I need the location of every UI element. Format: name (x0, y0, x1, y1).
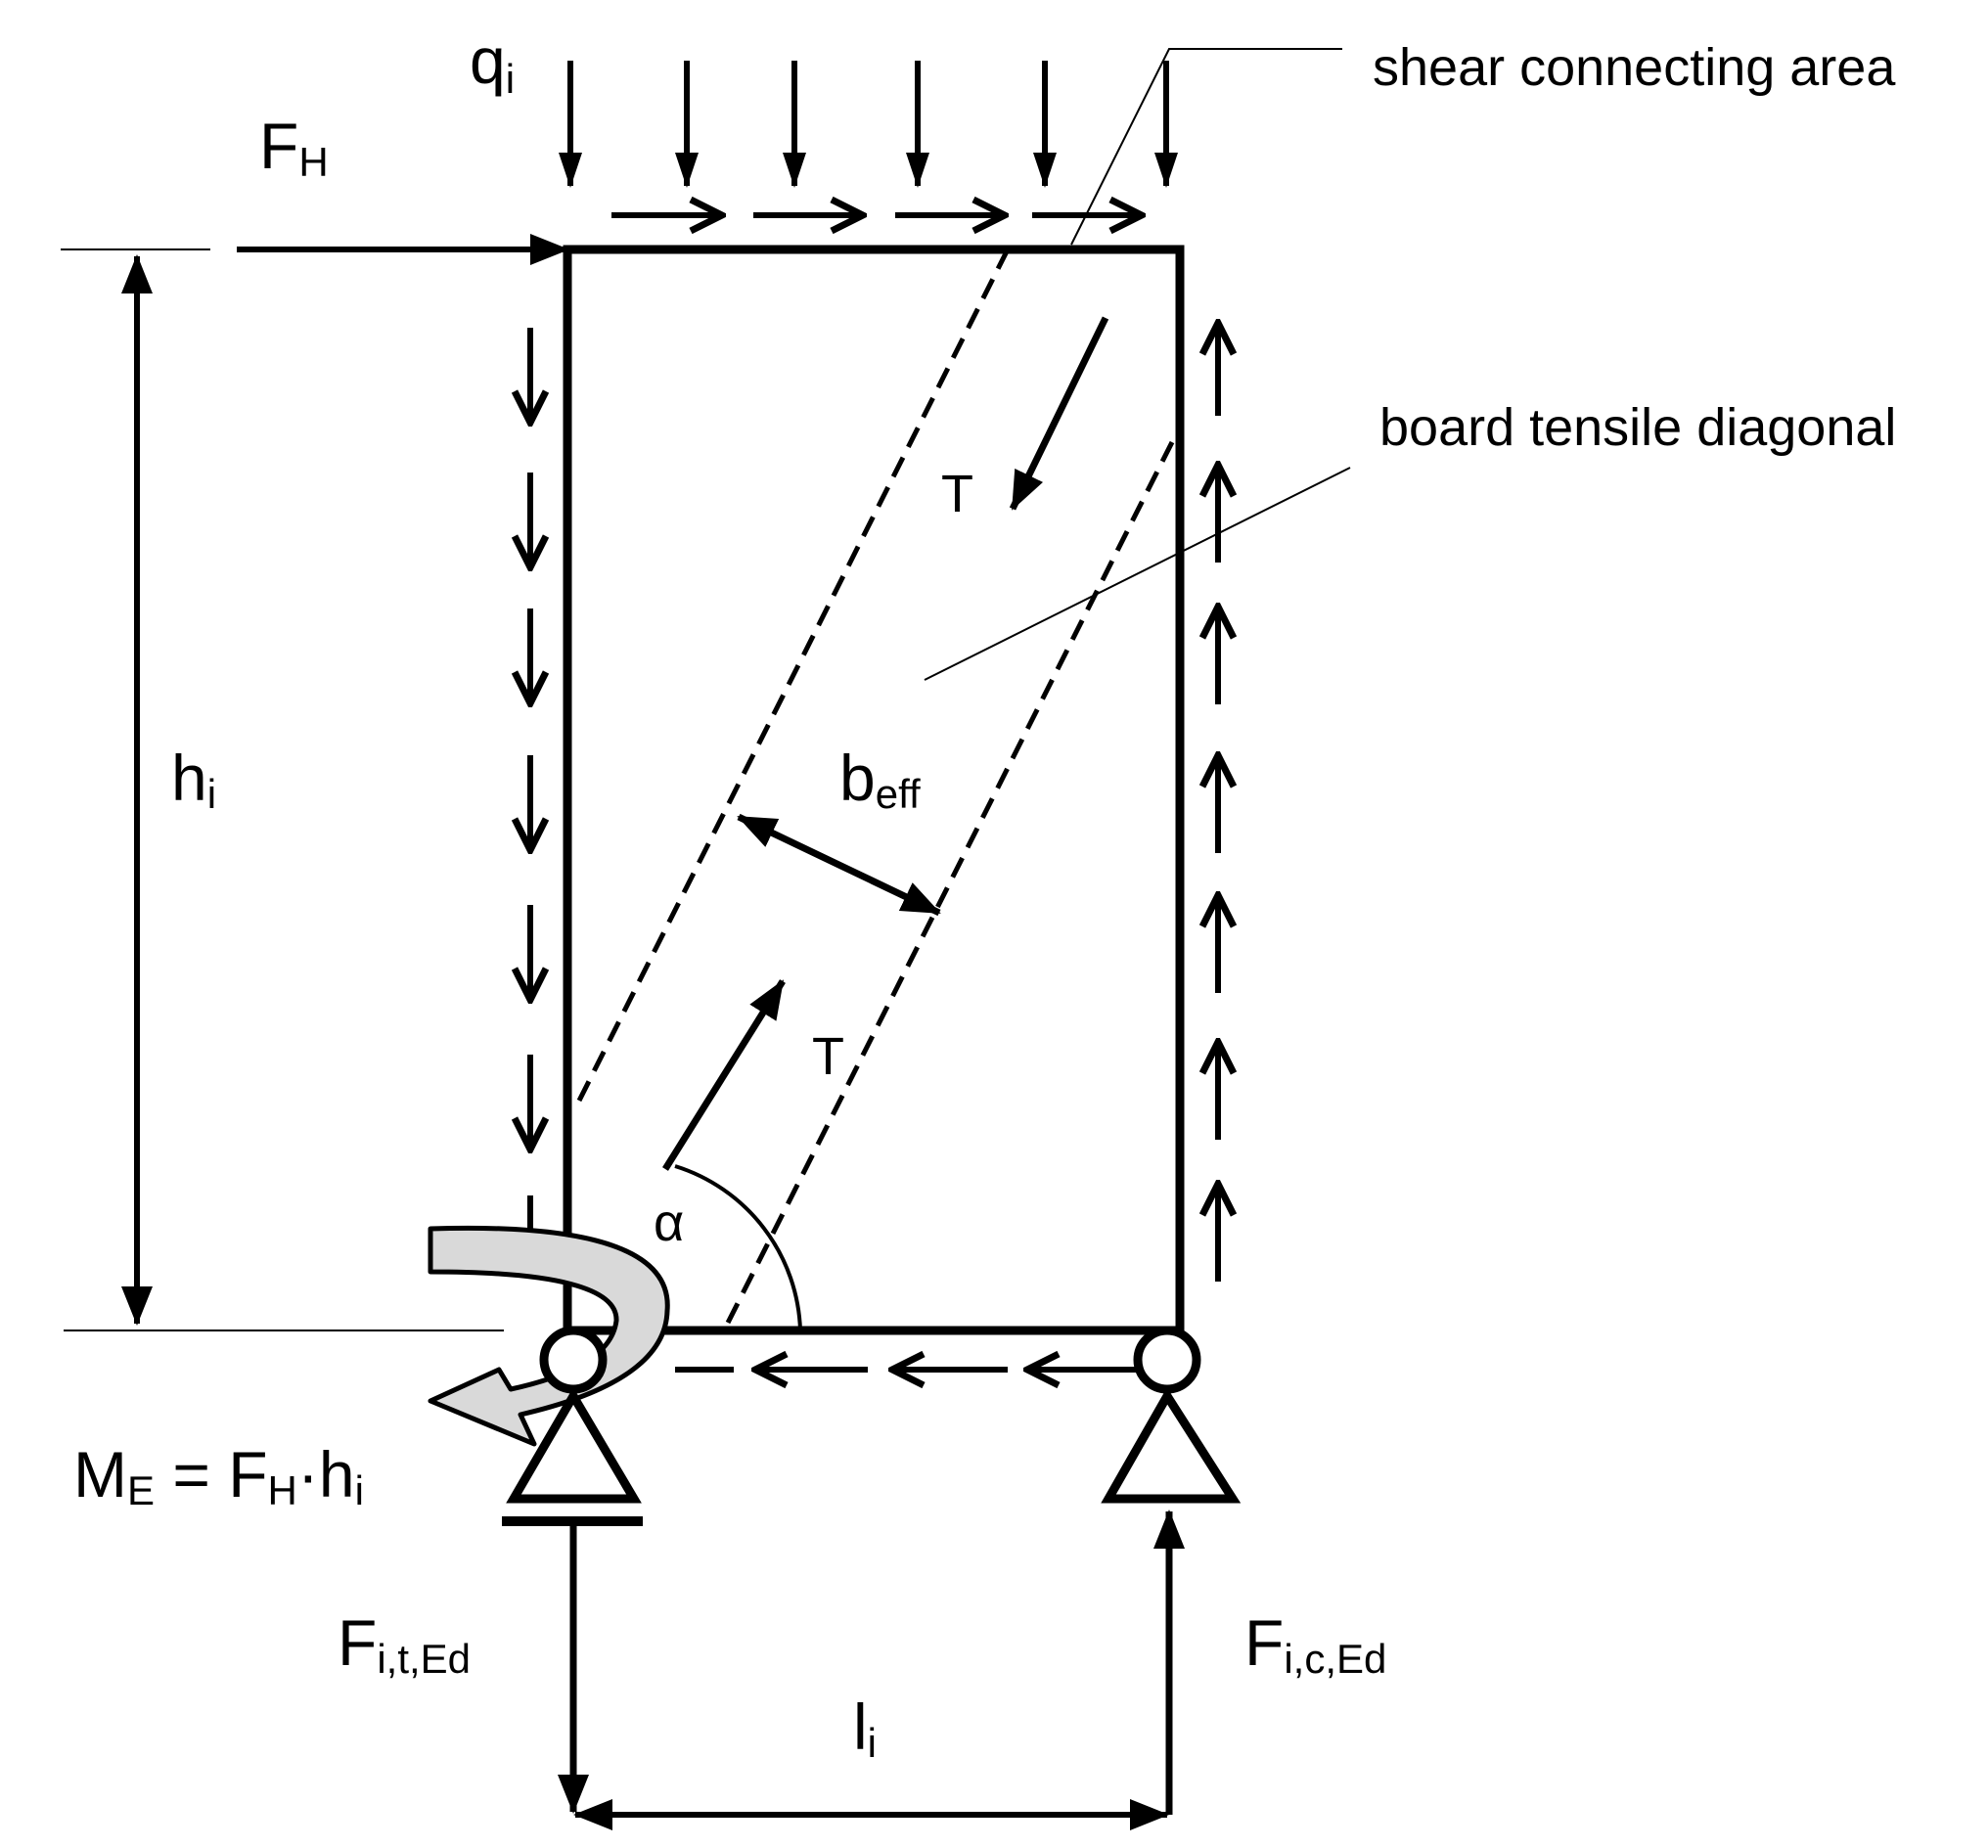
distributed-load-arrows (559, 61, 1178, 188)
distributed-load-label: qi (470, 24, 515, 102)
moment-equation-label: ME = FH·hi (73, 1438, 364, 1513)
board-tensile-diagonal-label: board tensile diagonal (1379, 398, 1896, 457)
diagonal-lower-dashed-line (721, 440, 1175, 1332)
tension-label-lower: T (812, 1027, 844, 1086)
horizontal-force-label: FH (259, 110, 329, 185)
effective-width-arrow (737, 813, 941, 917)
right-support (1101, 1326, 1242, 1504)
alpha-angle-arc (674, 1164, 802, 1331)
height-label: hi (171, 742, 216, 817)
compression-reaction-label: Fi,c,Ed (1244, 1606, 1386, 1682)
wall-panel-frame (563, 245, 1185, 1335)
alpha-label: α (654, 1194, 684, 1252)
left-support (502, 1326, 643, 1526)
moment-curved-arrow (428, 1225, 670, 1447)
shear-connecting-area-label: shear connecting area (1373, 38, 1896, 97)
effective-width-label: beff (839, 742, 921, 817)
tension-arrow-upper (1009, 316, 1109, 511)
length-label: li (853, 1690, 877, 1766)
tension-reaction-label: Fi,t,Ed (338, 1606, 471, 1682)
annotation-leader-lines (924, 48, 1351, 681)
tension-label-upper: T (941, 465, 973, 523)
diagonal-upper-dashed-line (576, 248, 1011, 1103)
tension-arrow-lower (662, 979, 786, 1171)
